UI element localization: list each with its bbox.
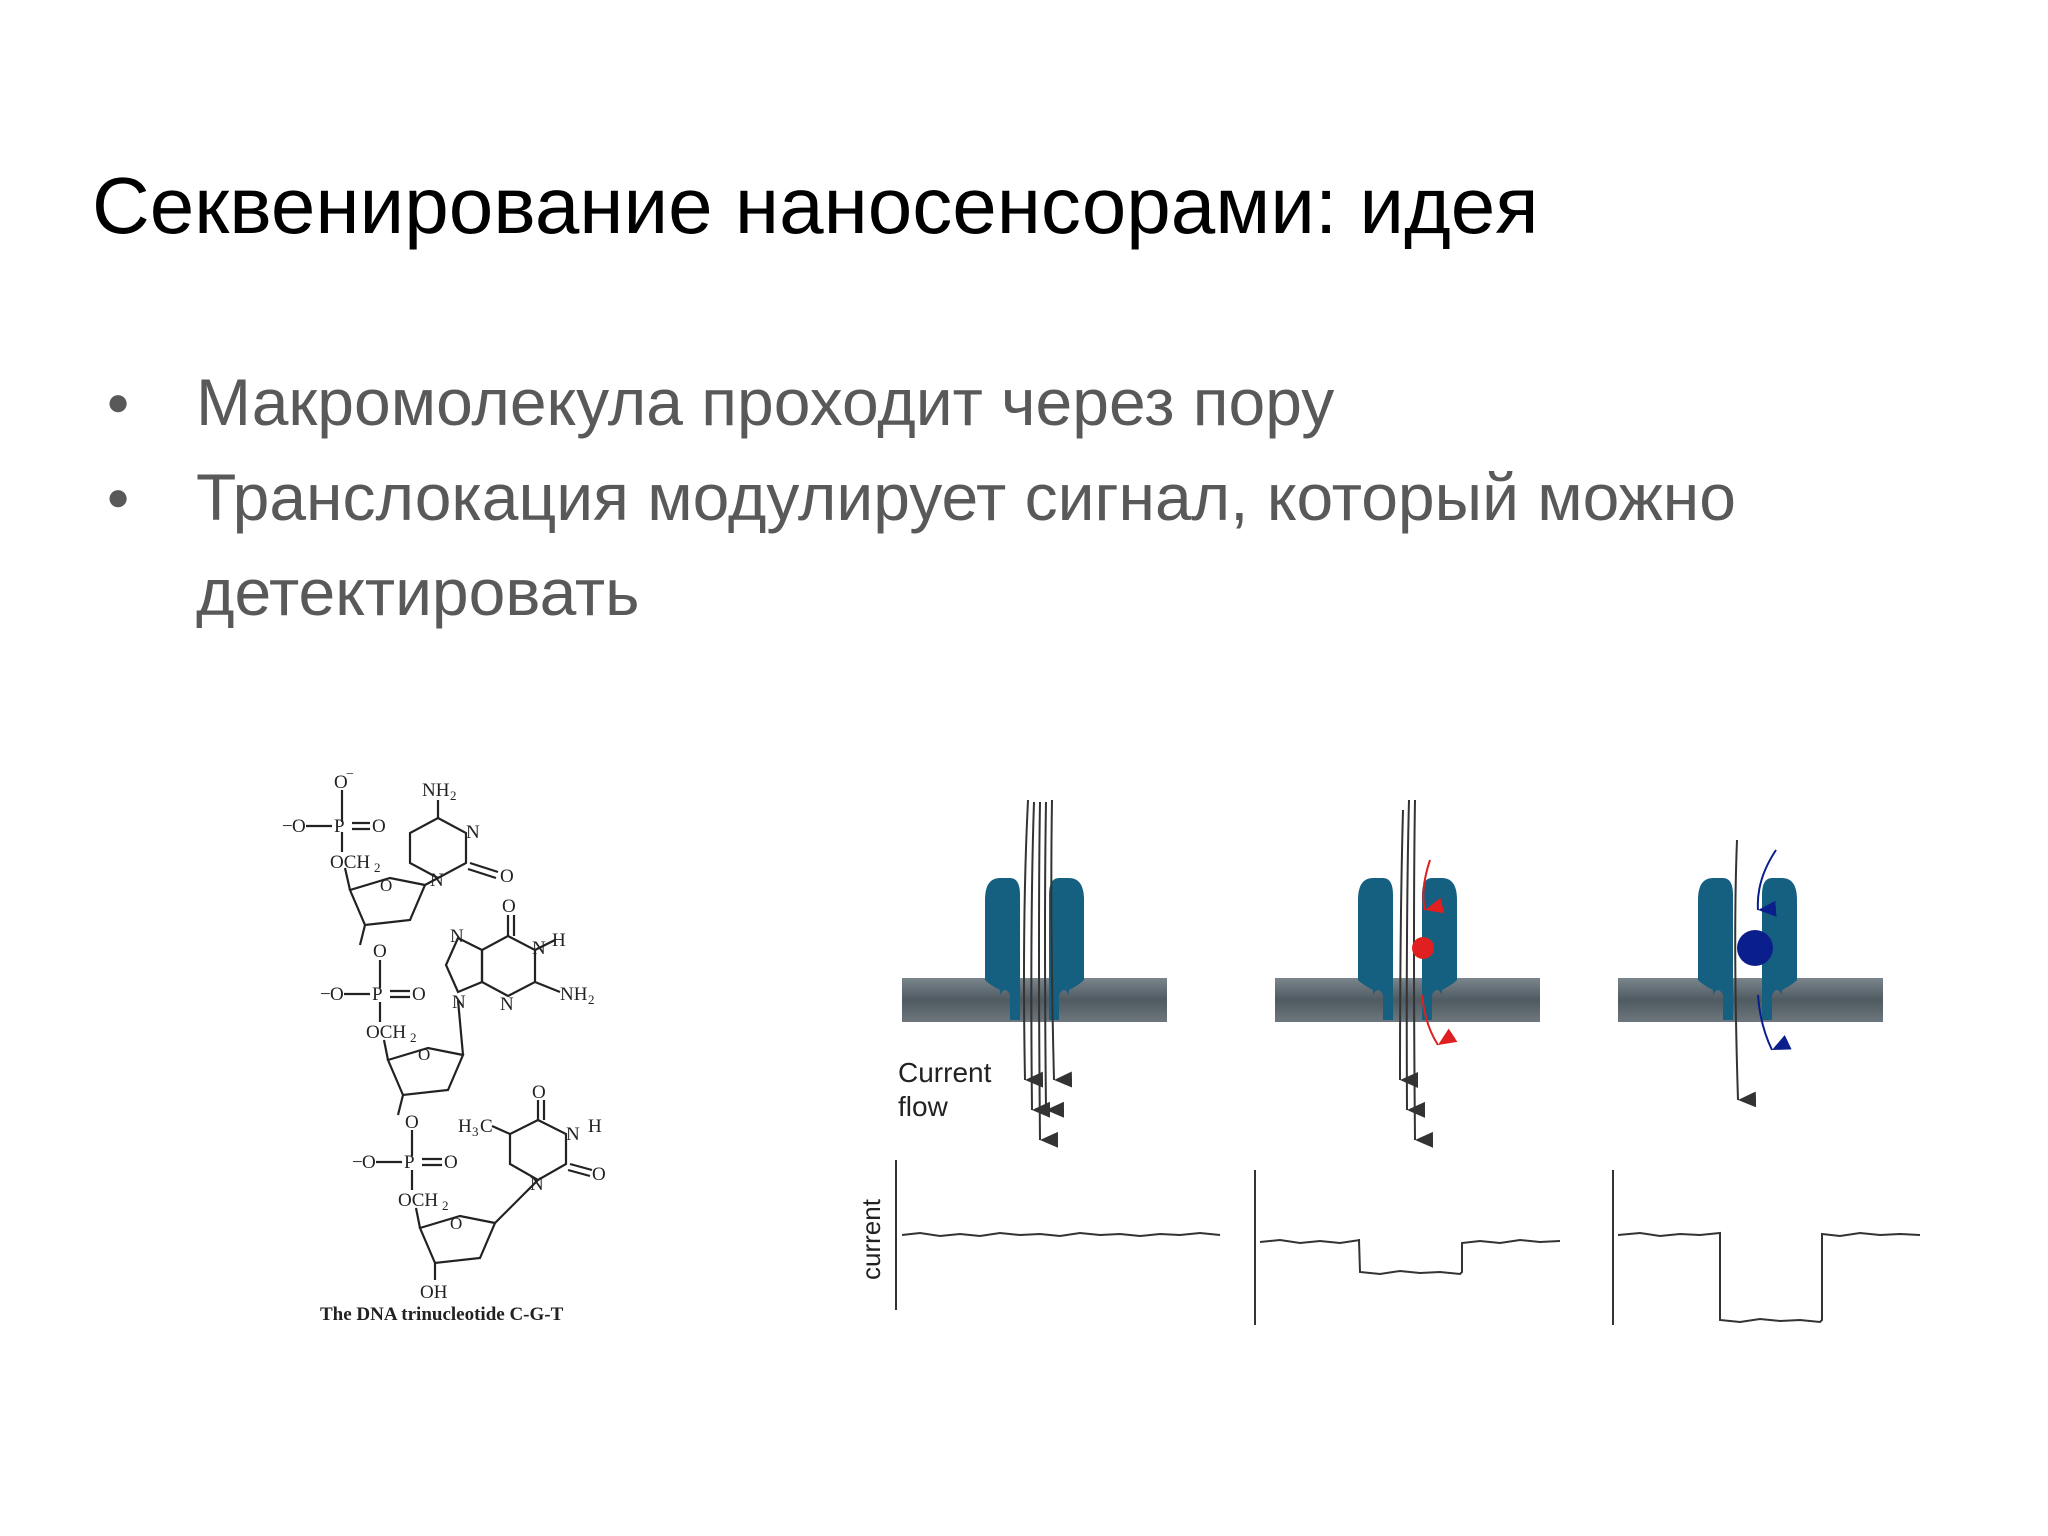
- membrane: [1618, 978, 1883, 1022]
- svg-text:O: O: [362, 1152, 376, 1173]
- pore-panel-open: Current flow: [898, 799, 1167, 1148]
- bullet-list: ● Макромолекула проходит через пору ● Тр…: [100, 355, 1900, 640]
- svg-text:O: O: [500, 866, 514, 887]
- bullet-item: ● Макромолекула проходит через пору: [100, 355, 1900, 450]
- svg-text:O: O: [380, 876, 392, 895]
- svg-text:C: C: [480, 1116, 493, 1137]
- svg-text:O: O: [450, 1214, 462, 1233]
- pore-panel-large-particle: [1618, 839, 1883, 1108]
- svg-text:OCH: OCH: [330, 852, 370, 873]
- current-flow-arrow: [1734, 839, 1757, 1108]
- bullet-item: ● Транслокация модулирует сигнал, которы…: [100, 450, 1900, 640]
- current-flow-arrows: [1399, 799, 1434, 1148]
- particle-path-arrow: [1422, 859, 1445, 914]
- svg-text:OCH: OCH: [398, 1190, 438, 1211]
- current-flow-label: Current: [898, 1057, 992, 1088]
- current-trace-open: [901, 1231, 1221, 1238]
- current-axis-label: current: [856, 1198, 886, 1280]
- svg-text:2: 2: [450, 788, 457, 803]
- pore-protein-left: [1358, 878, 1393, 1020]
- svg-text:P: P: [372, 984, 383, 1005]
- svg-text:2: 2: [374, 860, 381, 875]
- svg-text:H: H: [552, 930, 566, 951]
- svg-text:N: N: [566, 1124, 580, 1145]
- svg-text:N: N: [532, 938, 546, 959]
- svg-text:2: 2: [442, 1198, 449, 1213]
- current-flow-arrows: [1023, 799, 1073, 1148]
- svg-text:O: O: [532, 1082, 546, 1103]
- svg-text:O: O: [418, 1045, 430, 1064]
- svg-text:N: N: [450, 926, 464, 947]
- svg-text:OH: OH: [420, 1282, 448, 1303]
- current-flow-label: flow: [898, 1091, 949, 1122]
- svg-text:N: N: [430, 870, 444, 891]
- svg-text:O: O: [330, 984, 344, 1005]
- bullet-text: Транслокация модулирует сигнал, который …: [196, 460, 1736, 629]
- svg-text:N: N: [500, 994, 514, 1015]
- svg-text:O: O: [372, 816, 386, 837]
- svg-text:NH: NH: [560, 984, 588, 1005]
- svg-text:N: N: [452, 992, 466, 1013]
- molecule-bonds: [306, 790, 593, 1280]
- svg-text:−: −: [346, 767, 354, 782]
- svg-text:2: 2: [410, 1030, 417, 1045]
- molecule-caption: The DNA trinucleotide C-G-T: [320, 1304, 564, 1325]
- slide-title: Секвенирование наносенсорами: идея: [92, 161, 1539, 250]
- svg-text:OCH: OCH: [366, 1022, 406, 1043]
- particle-path-arrow: [1757, 994, 1792, 1051]
- svg-text:O: O: [592, 1164, 606, 1185]
- svg-text:N: N: [466, 822, 480, 843]
- svg-text:P: P: [404, 1152, 415, 1173]
- large-particle: [1737, 930, 1773, 966]
- svg-text:3: 3: [472, 1124, 479, 1139]
- svg-text:−: −: [352, 1152, 363, 1173]
- svg-text:−: −: [282, 816, 293, 837]
- dna-trinucleotide-figure: O − − O P O OCH 2 O NH 2 N N O O − O P O…: [282, 767, 606, 1325]
- pore-panel-small-particle: [1275, 799, 1540, 1148]
- bullet-dot: ●: [106, 475, 131, 519]
- svg-text:H: H: [458, 1116, 472, 1137]
- nanopore-diagram: Current flow cu: [856, 799, 1921, 1325]
- bullet-dot: ●: [106, 380, 131, 424]
- svg-text:H: H: [588, 1116, 602, 1137]
- pore-protein-right: [1049, 878, 1084, 1020]
- pore-protein-left: [985, 878, 1020, 1020]
- pore-protein-left: [1698, 878, 1733, 1020]
- bullet-text: Макромолекула проходит через пору: [196, 365, 1335, 439]
- svg-text:O: O: [292, 816, 306, 837]
- svg-text:O: O: [444, 1152, 458, 1173]
- svg-text:O: O: [405, 1112, 419, 1133]
- svg-text:N: N: [530, 1174, 544, 1195]
- current-trace-small-particle: [1259, 1238, 1561, 1276]
- svg-text:O: O: [334, 772, 348, 793]
- svg-text:O: O: [373, 941, 387, 962]
- svg-text:−: −: [320, 984, 331, 1005]
- particle-path-arrow: [1421, 994, 1458, 1046]
- particle-path-arrow: [1756, 849, 1777, 917]
- small-particle: [1412, 937, 1434, 959]
- membrane: [902, 978, 1167, 1022]
- pore-protein-right: [1422, 878, 1457, 1020]
- svg-text:P: P: [334, 816, 345, 837]
- current-trace-large-particle: [1617, 1231, 1921, 1324]
- current-traces: [895, 1160, 1921, 1325]
- svg-text:NH: NH: [422, 780, 450, 801]
- svg-text:2: 2: [588, 992, 595, 1007]
- molecule-atoms: O − − O P O OCH 2 O NH 2 N N O O − O P O…: [282, 767, 606, 1303]
- svg-text:O: O: [502, 896, 516, 917]
- svg-text:O: O: [412, 984, 426, 1005]
